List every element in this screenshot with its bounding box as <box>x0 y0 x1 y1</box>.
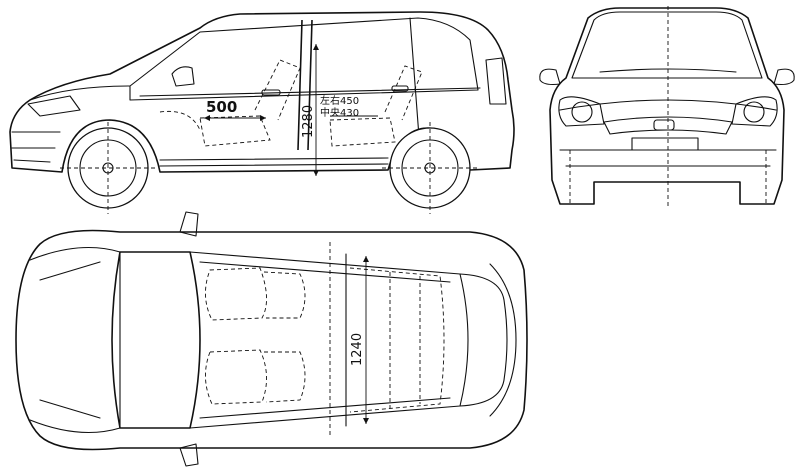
top-mirror-right-icon <box>179 443 199 467</box>
front-body-outline <box>549 7 785 205</box>
interior-height-label: 1280 <box>301 105 316 138</box>
rear-wheel-icon <box>382 122 478 214</box>
interior-width-dimension: 1240 <box>350 256 369 424</box>
side-body-outline <box>9 11 515 173</box>
seat-depth-label: 500 <box>206 98 237 116</box>
front-view <box>539 6 795 206</box>
side-view: 500 1280 左右450 中央430 <box>9 11 515 214</box>
top-mirror-left-icon <box>179 211 199 237</box>
front-mirror-left-icon <box>539 68 561 86</box>
interior-width-label: 1240 <box>350 333 365 366</box>
seat-depth-dimension: 500 <box>204 98 266 121</box>
interior-height-dimension: 1280 <box>301 44 319 176</box>
top-view: 1240 <box>15 211 528 467</box>
top-body-outline <box>15 229 528 451</box>
headroom-left-right-label: 左右450 <box>320 94 359 107</box>
headroom-center-label: 中央430 <box>320 106 359 119</box>
side-mirror-icon <box>171 66 195 87</box>
front-mirror-right-icon <box>773 68 795 86</box>
front-wheel-icon <box>60 122 156 214</box>
emblem-icon <box>653 119 675 131</box>
